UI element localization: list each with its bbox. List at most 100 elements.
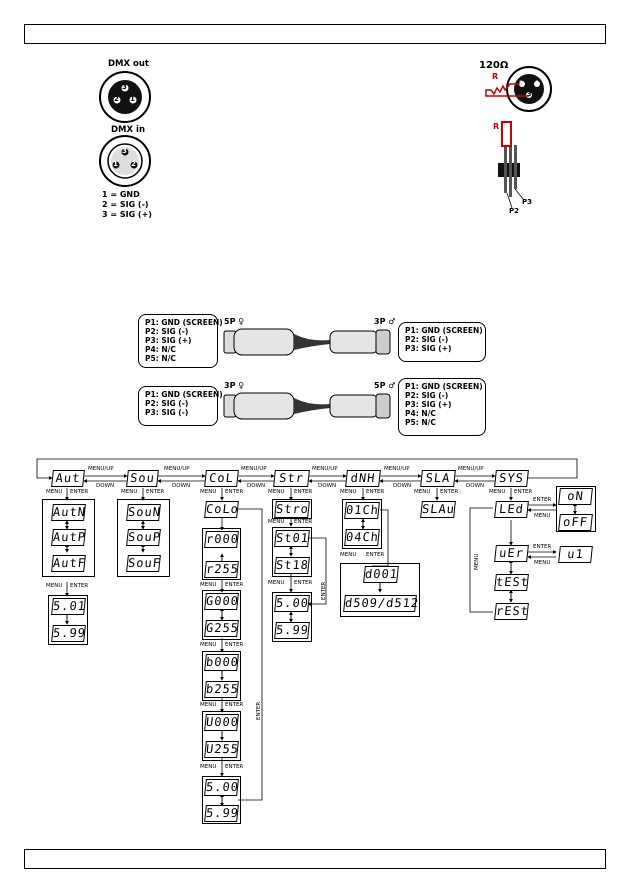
color-speed-max[interactable]: 5.99 xyxy=(204,805,240,822)
out-pin-1: 1 xyxy=(130,95,135,103)
strobe-max[interactable]: St18 xyxy=(274,557,310,574)
dmx-addr-panel xyxy=(340,563,420,617)
dmx-out-label: DMX out xyxy=(108,59,149,69)
menu-auto[interactable]: Aut xyxy=(51,470,85,487)
sound-mode-n[interactable]: SouN xyxy=(126,504,162,521)
nav-down-label: DOWN xyxy=(466,483,485,489)
led-panel xyxy=(556,486,596,532)
led-on[interactable]: oN xyxy=(558,488,593,505)
in-pin-1: 1 xyxy=(113,160,118,168)
menu-label: MENU xyxy=(268,489,285,495)
slave-mode[interactable]: SLAu xyxy=(420,501,456,518)
resistor-label: R xyxy=(492,72,499,81)
menu-label: MENU xyxy=(200,764,217,770)
menu-label: MENU xyxy=(46,489,63,495)
terminator-label: 120Ω xyxy=(479,60,509,71)
dmx-addr-max[interactable]: d509/d512 xyxy=(343,595,420,612)
menu-label: MENU xyxy=(121,489,138,495)
enter-return-label: ENTER xyxy=(321,581,327,600)
sound-mode-p[interactable]: SouP xyxy=(126,529,162,546)
sound-panel xyxy=(117,499,170,577)
cable2-right-label: 5P ♂ xyxy=(374,381,396,390)
menu-return-label: MENU xyxy=(474,553,480,570)
menu-label: MENU xyxy=(268,519,285,525)
sound-mode-f[interactable]: SouF xyxy=(126,555,162,572)
strobe-min[interactable]: St01 xyxy=(274,530,310,547)
in-pin-2: 2 xyxy=(131,160,136,168)
led-off[interactable]: oFF xyxy=(558,514,593,531)
menu-sound[interactable]: Sou xyxy=(126,470,159,487)
color-r-panel xyxy=(202,528,241,580)
color-b-max[interactable]: b255 xyxy=(204,681,240,698)
pin-line: P2: SIG (-) xyxy=(145,399,189,408)
strobe-speed-panel xyxy=(272,592,312,642)
menu-dmx[interactable]: dNH xyxy=(345,470,381,487)
menu-strobe[interactable]: Str xyxy=(273,470,310,487)
menu-label: MENU xyxy=(200,642,217,648)
nav-down-label: DOWN xyxy=(172,483,191,489)
sys-led[interactable]: LEd xyxy=(494,501,529,518)
cable2-right-callout: P1: GND (SCREEN) P2: SIG (-) P3: SIG (+)… xyxy=(398,378,486,436)
auto-mode-n[interactable]: AutN xyxy=(51,504,87,521)
cable1-left-label: 5P ♀ xyxy=(224,317,245,326)
sys-version[interactable]: uEr xyxy=(494,545,529,562)
color-u-min[interactable]: U000 xyxy=(204,714,240,731)
term-pin-2: 2 xyxy=(519,79,524,87)
menu-label: MENU xyxy=(340,489,357,495)
nav-up-label: MENU/UP xyxy=(384,466,410,472)
color-u-max[interactable]: U255 xyxy=(204,741,240,758)
color-g-min[interactable]: G000 xyxy=(204,593,240,610)
dmx-addr-min[interactable]: d001 xyxy=(363,566,399,583)
sys-test[interactable]: tESt xyxy=(494,574,530,591)
pin-line: P1: GND (SCREEN) xyxy=(145,318,223,327)
pin-legend-item: 2 = SIG (-) xyxy=(102,200,149,209)
strobe-speed-min[interactable]: 5.00 xyxy=(274,595,310,612)
pin-line: P2: SIG (-) xyxy=(405,391,449,400)
auto-speed-panel xyxy=(48,595,88,645)
color-g-max[interactable]: G255 xyxy=(204,620,240,637)
nav-up-label: MENU/UP xyxy=(88,466,114,472)
version-value: u1 xyxy=(558,546,593,563)
pin-line: P1: GND (SCREEN) xyxy=(145,390,223,399)
menu-label: MENU xyxy=(46,583,63,589)
enter-return-label: ENTER xyxy=(256,701,262,720)
color-r-min[interactable]: r000 xyxy=(204,531,240,548)
enter-label: ENTER xyxy=(225,702,244,708)
menu-slave[interactable]: SLA xyxy=(420,470,456,487)
menu-label: MENU xyxy=(340,552,357,558)
enter-label: ENTER xyxy=(225,642,244,648)
color-b-min[interactable]: b000 xyxy=(204,654,240,671)
auto-mode-f[interactable]: AutF xyxy=(51,555,87,572)
cable2-left-label: 3P ♀ xyxy=(224,381,245,390)
strobe-speed-max[interactable]: 5.99 xyxy=(274,622,310,639)
enter-label: ENTER xyxy=(70,583,89,589)
menu-label: MENU xyxy=(200,702,217,708)
pin-line: P2: SIG (-) xyxy=(405,335,449,344)
term-pin-3: 3 xyxy=(527,90,532,98)
auto-speed-max[interactable]: 5.99 xyxy=(51,625,87,642)
cable1-right-callout: P1: GND (SCREEN) P2: SIG (-) P3: SIG (+) xyxy=(398,322,486,362)
color-r-max[interactable]: r255 xyxy=(204,561,240,578)
p3-label: P3 xyxy=(522,198,533,206)
dmx-4ch[interactable]: 04Ch xyxy=(344,529,380,546)
menu-color[interactable]: CoL xyxy=(204,470,239,487)
enter-label: ENTER xyxy=(294,489,313,495)
enter-label: ENTER xyxy=(294,519,313,525)
out-pin-2: 2 xyxy=(114,95,119,103)
strobe-mode[interactable]: Stro xyxy=(274,501,310,518)
color-mode[interactable]: CoLo xyxy=(204,501,240,518)
menu-system[interactable]: SYS xyxy=(494,470,529,487)
pin-line: P1: GND (SCREEN) xyxy=(405,382,483,391)
color-speed-min[interactable]: 5.00 xyxy=(204,779,240,796)
auto-speed-min[interactable]: 5.01 xyxy=(51,598,87,615)
cable1-left-callout: P1: GND (SCREEN) P2: SIG (-) P3: SIG (+)… xyxy=(138,314,223,368)
dmx-1ch[interactable]: 01Ch xyxy=(344,502,380,519)
dmx-ch-panel xyxy=(342,499,382,549)
nav-up-label: MENU/UP xyxy=(312,466,338,472)
color-b-panel xyxy=(202,651,241,701)
nav-down-label: DOWN xyxy=(318,483,337,489)
dmx-in-label: DMX in xyxy=(111,125,145,135)
sys-reset[interactable]: rESt xyxy=(494,603,530,620)
auto-mode-p[interactable]: AutP xyxy=(51,529,87,546)
